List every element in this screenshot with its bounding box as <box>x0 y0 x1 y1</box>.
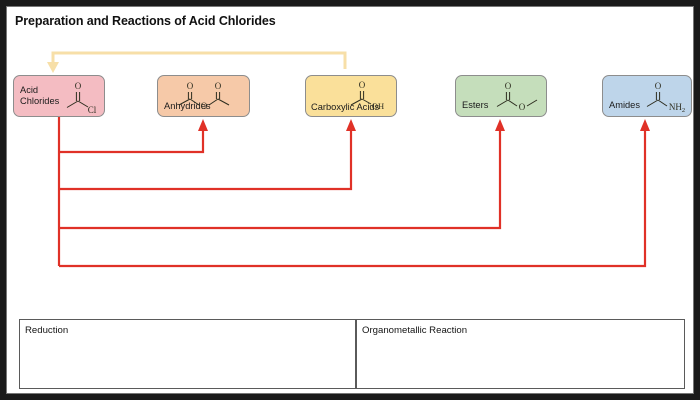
svg-text:Cl: Cl <box>88 105 97 115</box>
svg-text:OH: OH <box>372 101 384 111</box>
svg-text:O: O <box>187 81 194 91</box>
svg-text:O: O <box>505 81 512 91</box>
reaction-arrow-to-amides <box>59 119 650 268</box>
structure-anhydride: O O O <box>178 81 230 111</box>
preparation-arrow-layer <box>47 51 347 73</box>
svg-text:O: O <box>519 102 526 112</box>
svg-text:O: O <box>215 81 222 91</box>
node-anhydrides[interactable]: Anhydrides O O O <box>157 75 250 117</box>
reaction-arrow-to-esters <box>59 119 505 230</box>
node-acid-chlorides[interactable]: Acid Chlorides O Cl <box>13 75 105 117</box>
structure-carboxylic-acid: O OH <box>350 80 384 111</box>
preparation-arrow-carboxylic-to-acid-chloride <box>47 51 347 73</box>
table-cell-organometallic-reaction[interactable]: Organometallic Reaction <box>356 319 685 389</box>
node-label-anhydrides: Anhydrides <box>164 101 211 111</box>
reaction-arrows-layer <box>57 117 650 268</box>
structure-ester: O O <box>496 81 538 112</box>
table-cell-reduction[interactable]: Reduction <box>19 319 356 389</box>
node-label-carboxylic-acids: Carboxylic Acids <box>311 102 380 112</box>
structure-amide: O NH2 <box>646 81 685 114</box>
svg-text:O: O <box>359 80 366 90</box>
node-carboxylic-acids[interactable]: Carboxylic Acids O OH <box>305 75 397 117</box>
table-cell-label-organometallic-reaction: Organometallic Reaction <box>362 325 468 336</box>
node-esters[interactable]: Esters O O <box>455 75 547 117</box>
svg-text:O: O <box>655 81 662 91</box>
node-label-amides: Amides <box>609 100 641 110</box>
node-label-acid-chlorides: Acid Chlorides <box>20 85 60 106</box>
bottom-table: Reduction Organometallic Reaction <box>19 319 685 389</box>
diagram-frame: Preparation and Reactions of Acid Chlori… <box>6 6 694 394</box>
svg-text:NH2: NH2 <box>669 102 685 114</box>
structure-acyl-chloride: O Cl <box>66 81 97 115</box>
page-title: Preparation and Reactions of Acid Chlori… <box>15 14 276 28</box>
node-label-esters: Esters <box>462 100 489 110</box>
diagram-canvas: Acid Chlorides O Cl Anhydrides O O <box>7 7 695 395</box>
reaction-arrow-to-carboxylic-acids <box>59 119 356 191</box>
svg-text:O: O <box>201 101 208 111</box>
reaction-arrow-to-anhydrides <box>59 119 208 154</box>
svg-text:O: O <box>75 81 82 91</box>
table-cell-label-reduction: Reduction <box>25 325 69 336</box>
node-amides[interactable]: Amides O NH2 <box>602 75 692 117</box>
